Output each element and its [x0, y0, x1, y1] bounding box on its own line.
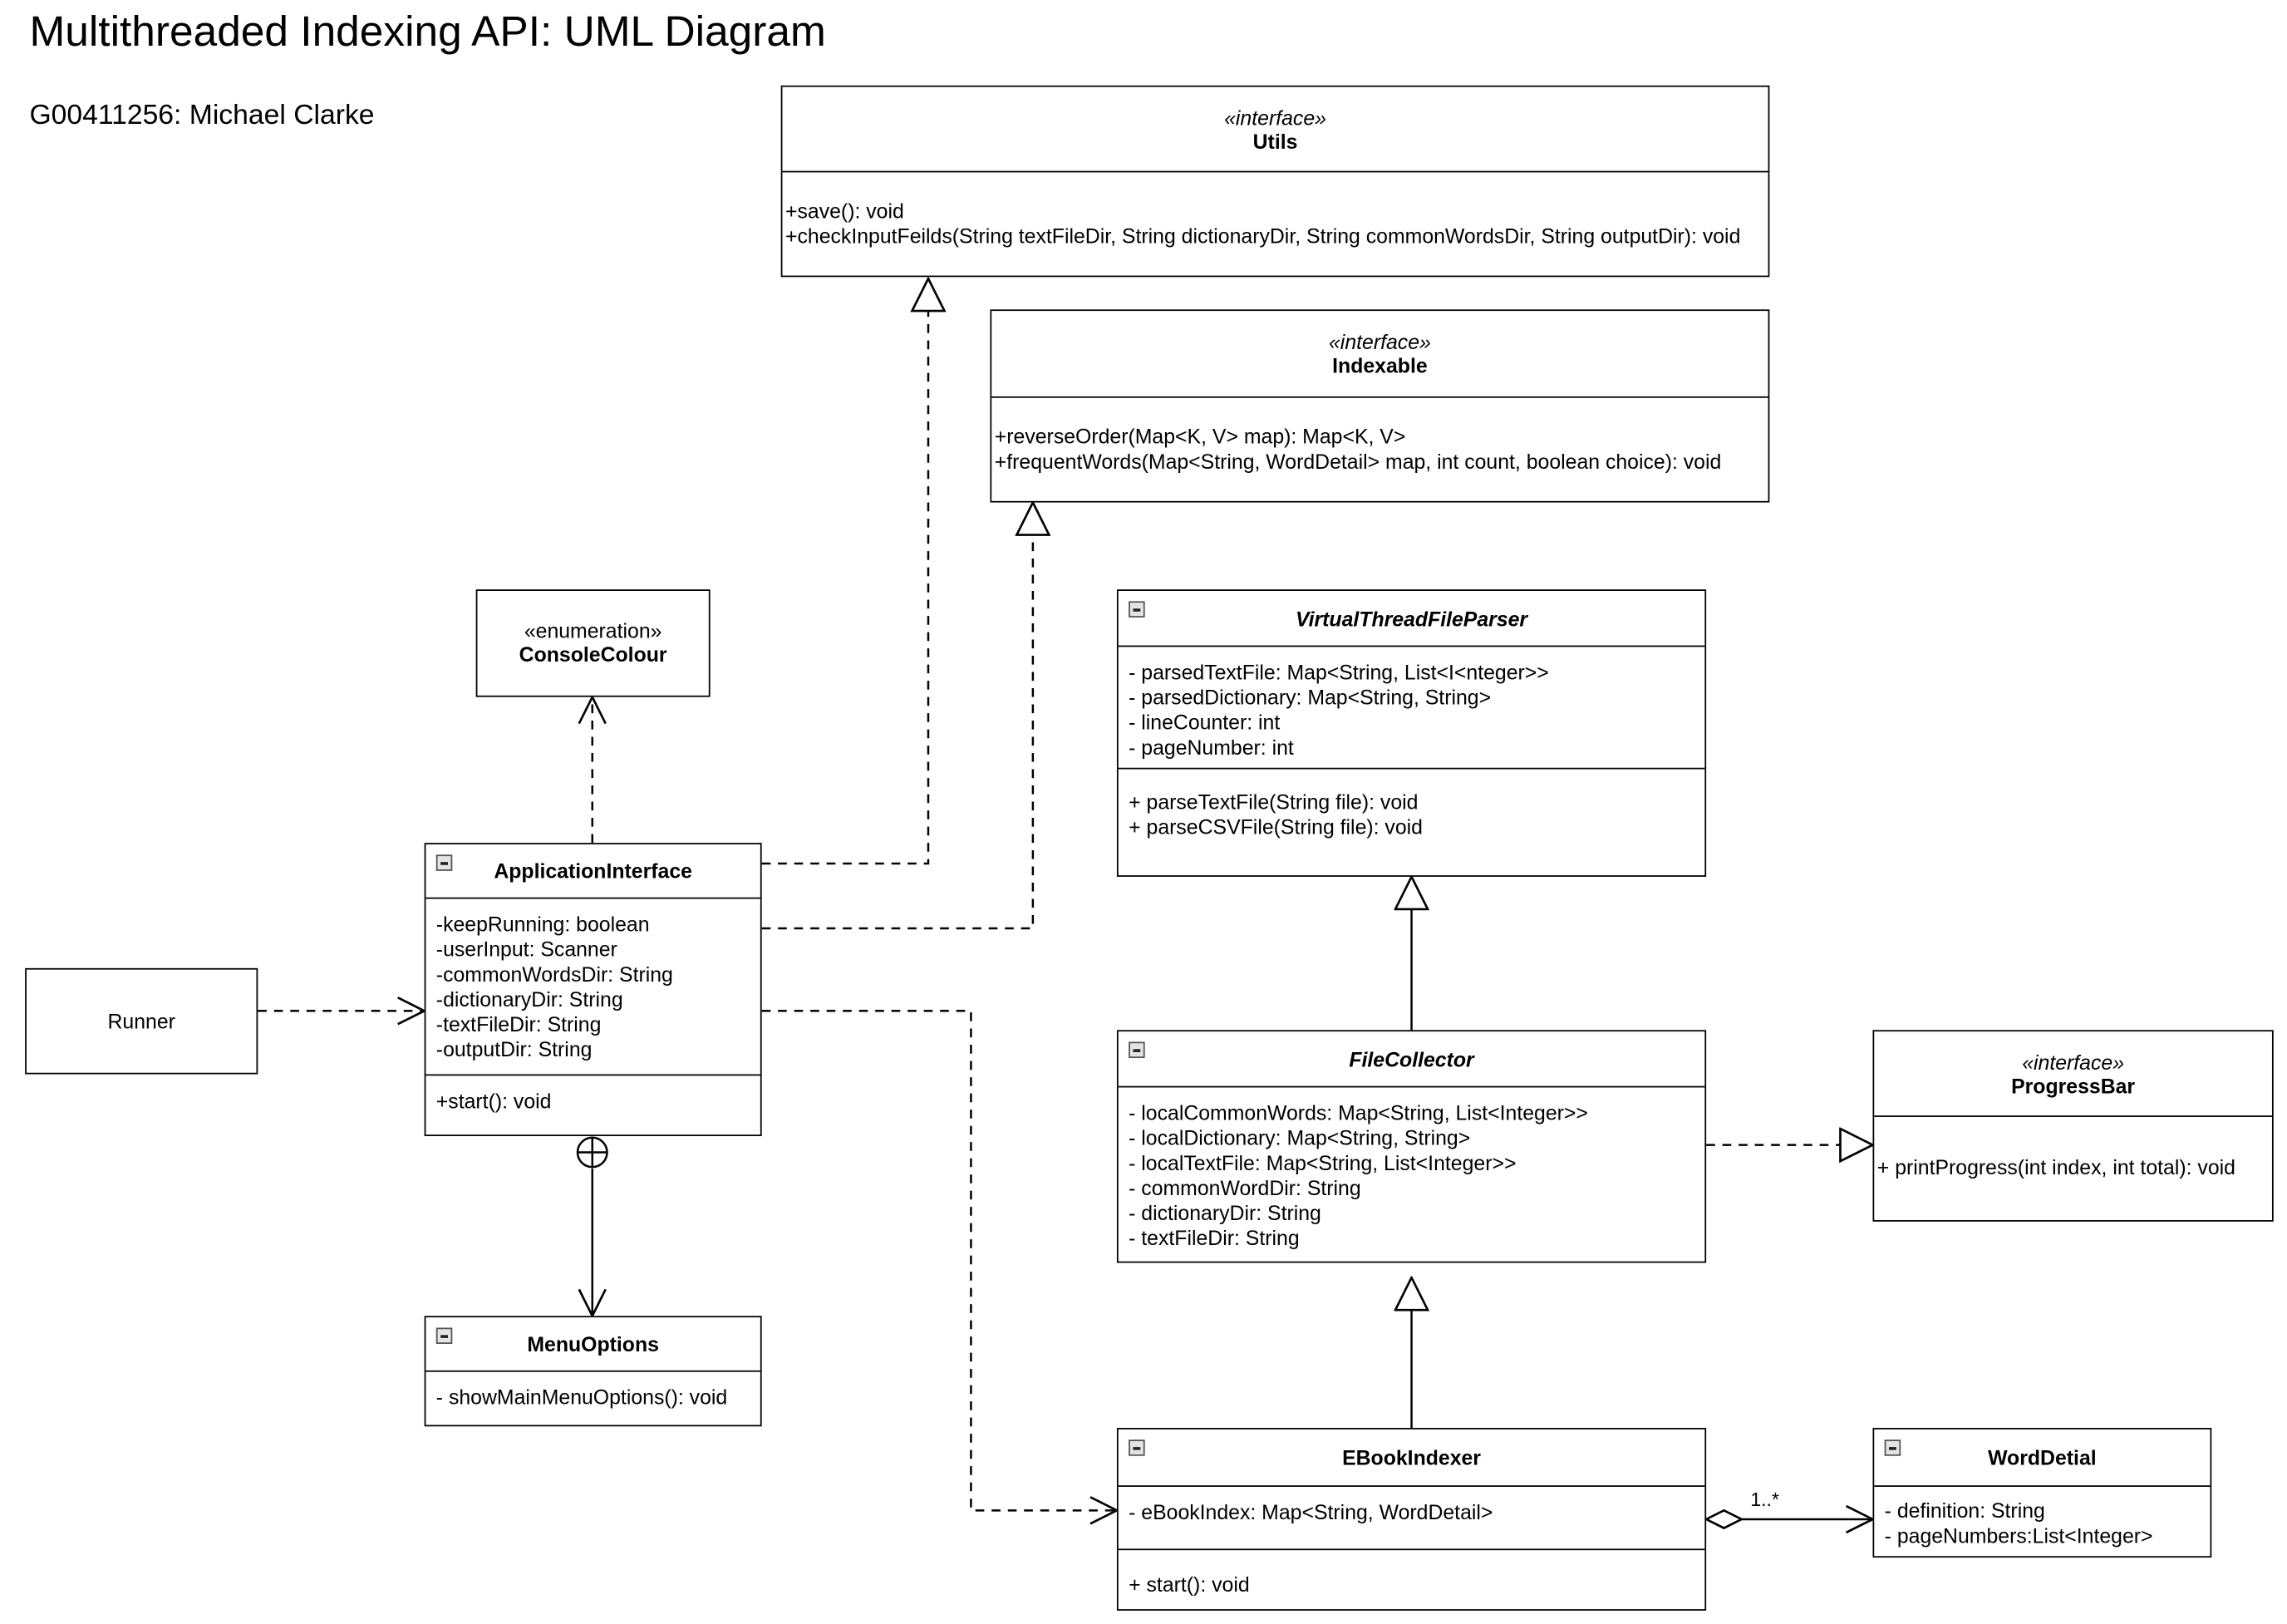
collapse-icon[interactable] [1129, 1041, 1145, 1059]
attribute: -keepRunning: boolean [435, 912, 650, 936]
class-indexable[interactable]: «interface» Indexable +reverseOrder(Map<… [990, 309, 1770, 503]
attribute: - definition: String [1884, 1499, 2045, 1523]
diagram-title: Multithreaded Indexing API: UML Diagram [29, 8, 826, 57]
enum-consolecolour[interactable]: «enumeration» ConsoleColour [475, 589, 711, 697]
attribute: - pageNumber: int [1129, 735, 1294, 760]
class-menuoptions[interactable]: MenuOptions - showMainMenuOptions(): voi… [424, 1316, 762, 1427]
attribute: -dictionaryDir: String [435, 987, 623, 1011]
class-header: «interface» ProgressBar [1874, 1031, 2272, 1117]
methods-section: +reverseOrder(Map<K, V> map): Map<K, V> … [991, 398, 1768, 475]
method: +checkInputFeilds(String textFileDir, St… [785, 224, 1741, 248]
attribute: - parsedTextFile: Map<String, List<I<nte… [1129, 660, 1549, 684]
class-name: Indexable [1332, 353, 1428, 377]
attribute: - localDictionary: Map<String, String> [1129, 1125, 1471, 1149]
class-filecollector[interactable]: FileCollector - localCommonWords: Map<St… [1116, 1030, 1707, 1263]
class-header: «enumeration» ConsoleColour [477, 591, 708, 694]
class-header: FileCollector [1118, 1031, 1705, 1088]
attributes-section: - localCommonWords: Map<String, List<Int… [1119, 1087, 1705, 1251]
collapse-icon[interactable] [1884, 1439, 1901, 1456]
class-header: ApplicationInterface [425, 844, 760, 899]
class-name: WordDetial [1988, 1445, 2097, 1469]
methods-section: + start(): void [1119, 1550, 1705, 1597]
attribute: - localTextFile: Map<String, List<Intege… [1129, 1150, 1517, 1175]
class-ebookindexer[interactable]: EBookIndexer - eBookIndex: Map<String, W… [1116, 1428, 1707, 1611]
stereotype: «interface» [1224, 105, 1326, 130]
class-utils[interactable]: «interface» Utils +save(): void +checkIn… [780, 85, 1770, 278]
method: + printProgress(int index, int total): v… [1876, 1155, 2235, 1179]
stereotype: «interface» [1328, 330, 1431, 354]
attribute: - commonWordDir: String [1129, 1175, 1361, 1200]
methods-section: +save(): void +checkInputFeilds(String t… [782, 172, 1768, 249]
collapse-icon[interactable] [1129, 1439, 1145, 1456]
collapse-icon[interactable] [1129, 601, 1145, 618]
realization-app-to-indexable [761, 503, 1033, 930]
attributes-section: - parsedTextFile: Map<String, List<I<nte… [1118, 647, 1705, 770]
methods-section: + printProgress(int index, int total): v… [1874, 1117, 2272, 1180]
methods-section: + parseTextFile(String file): void + par… [1119, 770, 1705, 840]
class-virtualthreadfileparser[interactable]: VirtualThreadFileParser - parsedTextFile… [1116, 589, 1707, 877]
method: + parseTextFile(String file): void [1129, 790, 1419, 814]
class-name: ApplicationInterface [494, 859, 692, 883]
class-runner[interactable]: Runner [25, 967, 258, 1075]
attributes-section: - eBookIndex: Map<String, WordDetail> [1118, 1487, 1705, 1551]
class-progressbar[interactable]: «interface» ProgressBar + printProgress(… [1872, 1030, 2274, 1222]
class-header: «interface» Indexable [991, 311, 1768, 398]
attribute: - dictionaryDir: String [1129, 1200, 1321, 1225]
attribute: - textFileDir: String [1129, 1226, 1300, 1250]
multiplicity-label: 1..* [1750, 1488, 1779, 1511]
class-worddetail[interactable]: WordDetial - definition: String - pageNu… [1872, 1428, 2212, 1558]
attribute: - lineCounter: int [1129, 710, 1281, 734]
stereotype: «interface» [2022, 1050, 2125, 1074]
class-name: EBookIndexer [1342, 1445, 1481, 1469]
collapse-icon[interactable] [435, 854, 453, 871]
class-header: «interface» Utils [782, 87, 1768, 173]
attribute: -outputDir: String [435, 1037, 593, 1061]
method: +start(): void [435, 1089, 552, 1113]
attributes-section: -keepRunning: boolean -userInput: Scanne… [425, 899, 760, 1076]
dependency-app-to-ebookindexer [761, 1010, 1117, 1510]
method: + start(): void [1129, 1572, 1250, 1597]
attribute: -textFileDir: String [435, 1012, 602, 1036]
class-name: MenuOptions [527, 1331, 659, 1356]
class-applicationinterface[interactable]: ApplicationInterface -keepRunning: boole… [424, 843, 762, 1136]
class-header: VirtualThreadFileParser [1118, 591, 1705, 647]
attribute: - pageNumbers:List<Integer> [1884, 1523, 2153, 1548]
class-header: MenuOptions [425, 1317, 760, 1372]
method: + parseCSVFile(String file): void [1129, 814, 1423, 839]
class-name: Runner [107, 1009, 175, 1033]
attributes-section: - definition: String - pageNumbers:List<… [1874, 1487, 2210, 1548]
realization-app-to-utils [761, 278, 928, 865]
class-name: FileCollector [1349, 1046, 1474, 1071]
attribute: - localCommonWords: Map<String, List<Int… [1129, 1100, 1588, 1124]
stereotype: «enumeration» [524, 618, 662, 643]
method: +frequentWords(Map<String, WordDetail> m… [994, 449, 1722, 474]
method: +reverseOrder(Map<K, V> map): Map<K, V> [994, 424, 1406, 448]
class-header: EBookIndexer [1118, 1430, 1705, 1487]
class-name: Utils [1252, 129, 1298, 153]
methods-section: - showMainMenuOptions(): void [425, 1372, 760, 1410]
attribute: - eBookIndex: Map<String, WordDetail> [1129, 1499, 1493, 1524]
class-name: ConsoleColour [519, 642, 667, 667]
attribute: -userInput: Scanner [435, 937, 617, 961]
methods-section: +start(): void [425, 1075, 760, 1114]
class-name: VirtualThreadFileParser [1295, 606, 1528, 630]
attribute: -commonWordsDir: String [435, 962, 673, 987]
method: - showMainMenuOptions(): void [435, 1385, 728, 1409]
attribute: - parsedDictionary: Map<String, String> [1129, 685, 1492, 709]
class-name: ProgressBar [2011, 1073, 2136, 1097]
method: +save(): void [785, 199, 904, 223]
diagram-author: G00411256: Michael Clarke [29, 100, 375, 131]
collapse-icon[interactable] [435, 1327, 453, 1344]
class-header: WordDetial [1874, 1430, 2211, 1487]
